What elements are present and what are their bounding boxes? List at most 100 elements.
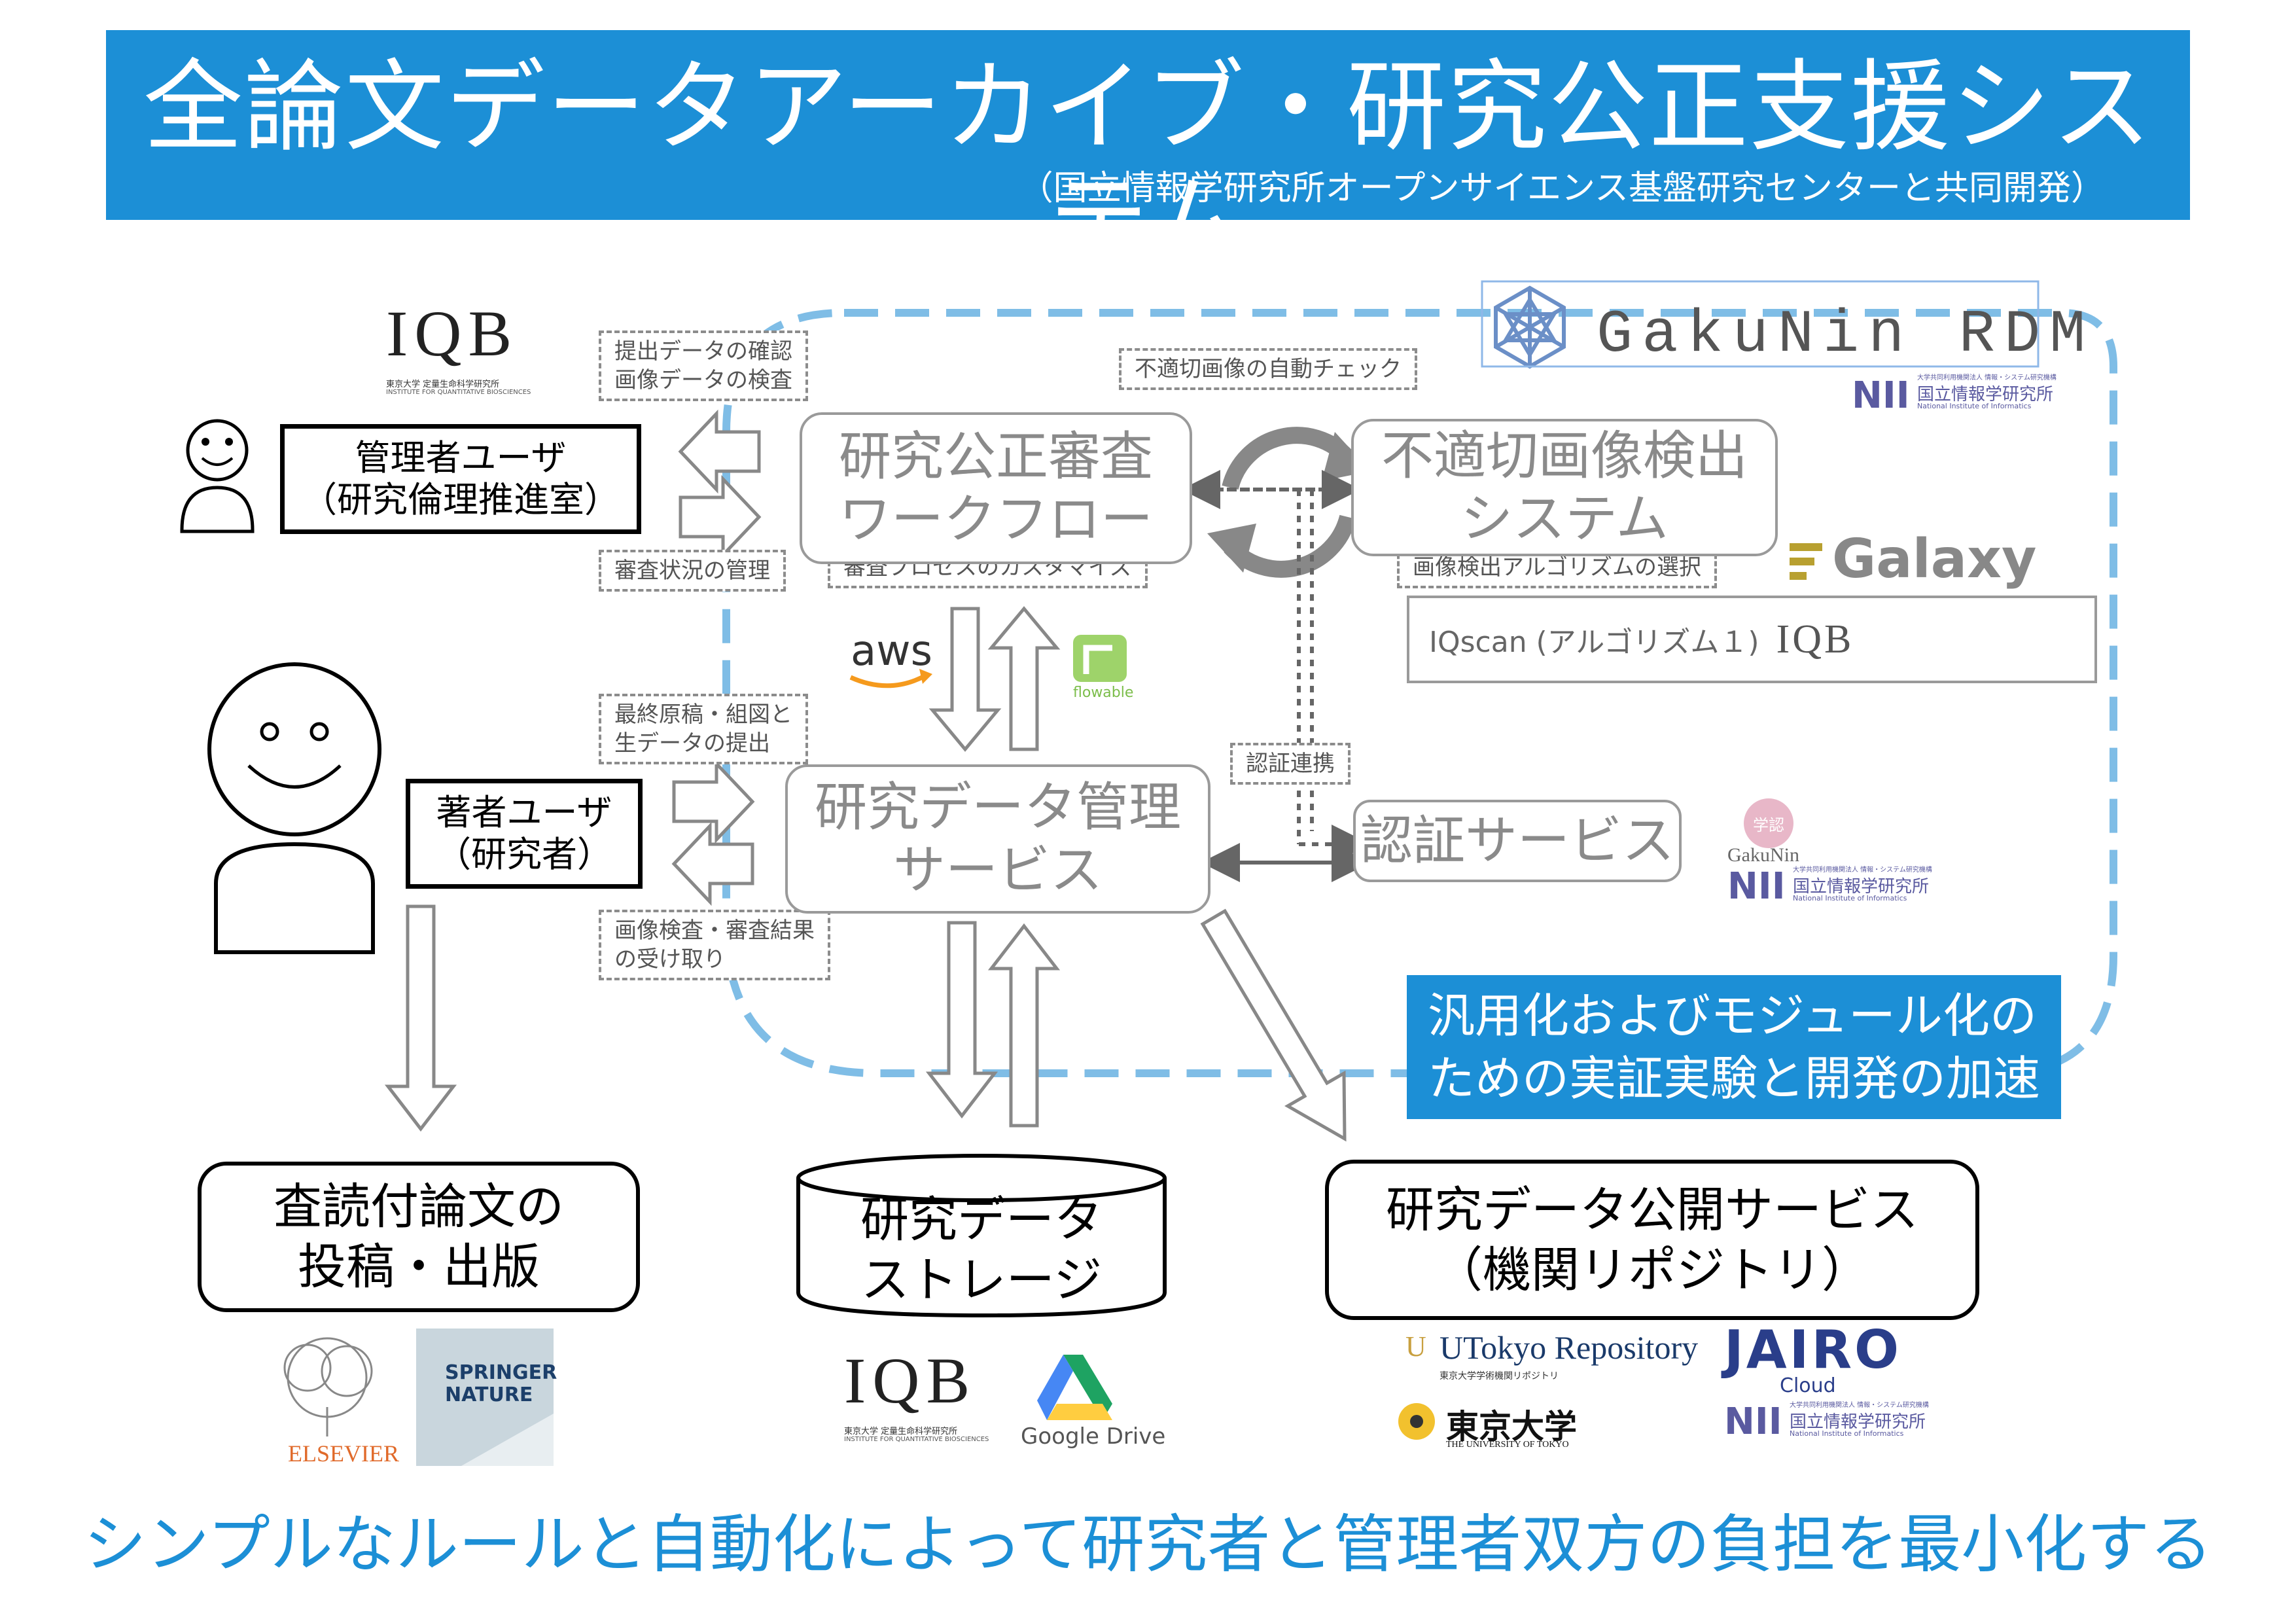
arrow-author-to-datamgmt — [672, 759, 755, 844]
note-line: の受け取り — [614, 946, 726, 972]
iqb-logo-storage-sub: 東京大学 定量生命科学研究所 — [844, 1427, 958, 1436]
nii-sub-en-auth: National Institute of Informatics — [1793, 894, 1907, 902]
nii-sub-repo: 国立情報学研究所 — [1790, 1412, 1926, 1432]
arrow-datamgmt-to-author — [671, 821, 754, 906]
galaxy-logo: Galaxy — [1832, 528, 2037, 590]
author-user-box: 著者ユーザ （研究者） — [406, 779, 643, 889]
nii-logo-auth: NII — [1727, 865, 1786, 908]
note-review-status: 審査状況の管理 — [599, 550, 786, 592]
detection-label: 不適切画像検出 — [1381, 425, 1748, 486]
iqscan-label: IQscan (アルゴリズム１) — [1429, 626, 1759, 659]
nii-tag-top: 大学共同利用機関法人 情報・システム研究機構 — [1917, 374, 2057, 382]
admin-user-label: 管理者ユーザ — [355, 437, 567, 478]
gakunin-logo: GakuNin — [1727, 844, 1799, 866]
publish-label: 研究データ公開サービス — [1386, 1181, 1918, 1238]
iqscan-box: IQscan (アルゴリズム１) IQB — [1407, 596, 2097, 683]
note-receive-results: 画像検査・審査結果 の受け取り — [599, 910, 830, 980]
nature-logo: NATURE — [445, 1383, 533, 1406]
note-submit-check: 提出データの確認 画像データの検査 — [599, 330, 808, 401]
gakunin-rdm-logo: GakuNin RDM — [1597, 300, 2095, 369]
admin-person-icon — [180, 419, 255, 533]
arrow-workflow-to-datamgmt — [928, 607, 1002, 752]
auth-box: 認証サービス — [1353, 800, 1682, 882]
google-drive-logo: Google Drive — [1021, 1423, 1166, 1450]
flowable-logo: flowable — [1073, 685, 1134, 701]
arrow-datamgmt-to-workflow — [987, 606, 1061, 751]
workflow-label: 研究公正審査 — [839, 426, 1153, 487]
iqb-logo-text: IQB — [386, 297, 519, 370]
arrow-storage-to-datamgmt — [987, 923, 1061, 1128]
elsevier-tree-icon — [283, 1337, 373, 1436]
gakunin-mark-icon: 学認 — [1744, 798, 1793, 848]
arrow-datamgmt-to-storage — [925, 921, 998, 1119]
auth-label: 認証サービス — [1360, 810, 1674, 871]
page-subtitle: （国立情報学研究所オープンサイエンス基盤研究センターと共同開発） — [1019, 169, 2105, 208]
google-drive-icon — [1037, 1355, 1112, 1420]
note-line: 生データの提出 — [614, 730, 770, 757]
arrow-admin-to-workflow — [679, 474, 762, 560]
datamgmt-box: 研究データ管理 サービス — [785, 764, 1210, 914]
iqscan-iqb-logo: IQB — [1776, 616, 1854, 662]
aws-logo: aws — [851, 627, 932, 675]
arrow-datamgmt-to-publish — [1200, 908, 1347, 1142]
utokyo-repo-sub: 東京大学学術機関リポジトリ — [1439, 1371, 1559, 1382]
note-line: 画像検査・審査結果 — [614, 918, 815, 944]
nii-logo-repo: NII — [1724, 1400, 1782, 1443]
iqb-logo-top: IQB — [386, 301, 518, 366]
arrow-workflow-to-admin — [678, 409, 761, 494]
note-line: 画像データの検査 — [614, 367, 792, 393]
datamgmt-label: サービス — [893, 840, 1103, 901]
utokyo-repo-mark: U — [1405, 1330, 1426, 1363]
nii-tag-repo: 大学共同利用機関法人 情報・システム研究機構 — [1790, 1402, 1929, 1409]
paper-box: 査読付論文の 投稿・出版 — [198, 1162, 640, 1312]
arrow-author-to-paper — [384, 904, 457, 1132]
aws-smile-icon — [849, 673, 927, 688]
author-user-label: 著者ユーザ — [436, 792, 612, 833]
storage-label: 研究データ — [860, 1192, 1103, 1248]
header-banner: 全論文データアーカイブ・研究公正支援システム （国立情報学研究所オープンサイエン… — [106, 30, 2190, 279]
iqb-logo-storage: IQB — [844, 1344, 977, 1417]
slogan: シンプルなルールと自動化によって研究者と管理者双方の負担を最小化する — [83, 1508, 2213, 1581]
nii-sub-auth: 国立情報学研究所 — [1793, 877, 1930, 897]
workflow-box: 研究公正審査 ワークフロー — [800, 412, 1192, 564]
iqb-logo-top-sub: 東京大学 定量生命科学研究所 — [386, 380, 500, 389]
flowable-icon — [1073, 635, 1127, 682]
galaxy-icon — [1790, 543, 1822, 580]
paper-label: 査読付論文の — [274, 1179, 564, 1235]
publish-box: 研究データ公開サービス （機関リポジトリ） — [1325, 1160, 1979, 1320]
author-person-icon — [207, 662, 381, 954]
detection-box: 不適切画像検出 システム — [1351, 419, 1778, 556]
storage-label-block: 研究データ ストレージ — [798, 1185, 1165, 1315]
paper-label: 投稿・出版 — [298, 1239, 540, 1295]
storage-label: ストレージ — [860, 1252, 1103, 1308]
callout-box: 汎用化およびモジュール化の ための実証実験と開発の加速 — [1407, 975, 2062, 1119]
jairo-cloud-logo: Cloud — [1780, 1374, 1836, 1397]
note-auto-check: 不適切画像の自動チェック — [1119, 348, 1417, 390]
utokyo-logo: 東京大学 — [1446, 1408, 1577, 1445]
nii-sub-top: 国立情報学研究所 — [1917, 385, 2054, 404]
iqb-logo-top-sub-en: INSTITUTE FOR QUANTITATIVE BIOSCIENCES — [386, 389, 531, 396]
workflow-label: ワークフロー — [839, 489, 1153, 550]
nii-sub-en-repo: National Institute of Informatics — [1790, 1429, 1904, 1438]
author-user-role: （研究者） — [436, 834, 612, 875]
iqb-logo-storage-sub-en: INSTITUTE FOR QUANTITATIVE BIOSCIENCES — [844, 1436, 989, 1443]
publish-label: （機関リポジトリ） — [1434, 1241, 1870, 1298]
page-title: 全論文データアーカイブ・研究公正支援システム — [143, 49, 2153, 279]
note-line: 提出データの確認 — [614, 338, 792, 365]
gakunin-rdm-hex-icon — [1494, 285, 1566, 369]
storage-cylinder — [796, 1154, 1167, 1318]
note-line: 最終原稿・組図と — [614, 702, 792, 728]
detection-label: システム — [1460, 488, 1669, 549]
callout-line: 汎用化およびモジュール化の — [1428, 988, 2037, 1043]
elsevier-logo: ELSEVIER — [288, 1440, 399, 1467]
springer-logo: SPRINGER — [445, 1361, 557, 1384]
note-auth-link: 認証連携 — [1230, 743, 1351, 785]
nii-tag-auth: 大学共同利用機関法人 情報・システム研究機構 — [1793, 866, 1932, 874]
datamgmt-label: 研究データ管理 — [815, 777, 1181, 838]
jairo-logo: JAIRO — [1724, 1319, 1902, 1380]
admin-user-box: 管理者ユーザ （研究倫理推進室） — [280, 424, 641, 534]
utokyo-repo-logo: UTokyo Repository — [1439, 1329, 1699, 1366]
admin-user-dept: （研究倫理推進室） — [302, 479, 620, 520]
utokyo-en-logo: THE UNIVERSITY OF TOKYO — [1446, 1440, 1569, 1450]
nii-logo-top: NII — [1852, 374, 1910, 417]
